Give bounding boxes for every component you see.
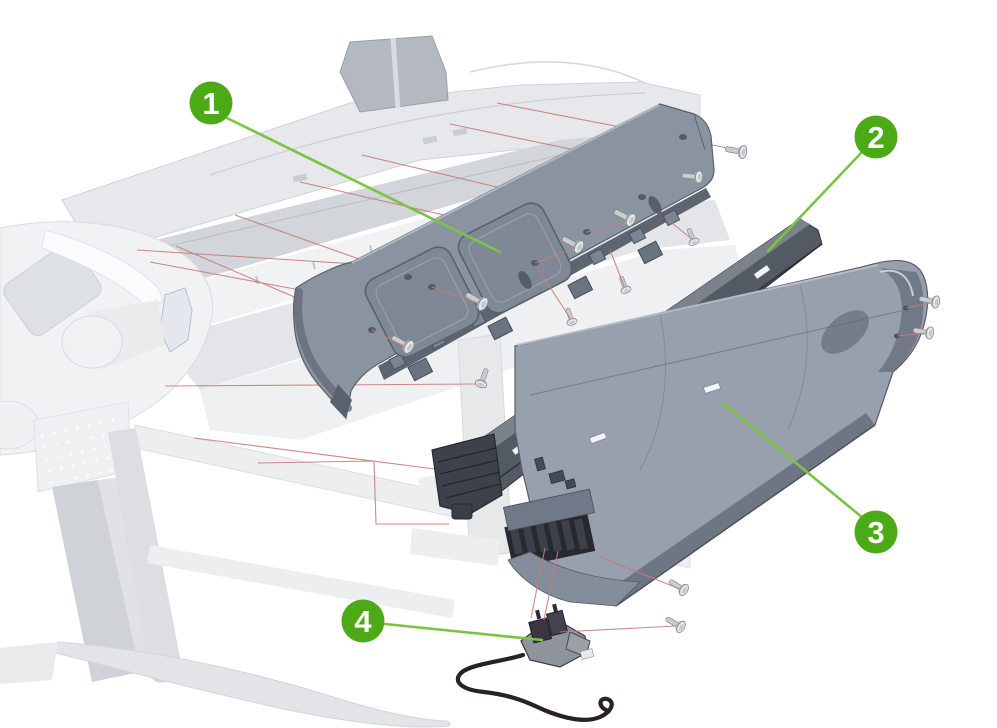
sensor-cable [455, 652, 614, 722]
callout-2-circle [854, 115, 898, 159]
leader-line [599, 556, 681, 590]
callout-3-circle [854, 510, 898, 554]
screw [665, 575, 691, 598]
part-4-sensor-assembly [455, 603, 614, 722]
callout-1-number: 1 [202, 86, 219, 121]
panel3-bottom-edge [615, 424, 876, 607]
callout-4-line [383, 622, 544, 642]
printer-window-line [209, 92, 646, 176]
callout-1: 1 [189, 81, 233, 125]
callout-4-number: 4 [354, 604, 372, 639]
panel1-shadow-mark [648, 195, 662, 215]
printer-carriage-details [292, 127, 468, 183]
printer-carriage-divider [390, 37, 401, 109]
callout-leader-lines [225, 116, 865, 642]
panel1-tabs [407, 240, 664, 382]
leader-line [559, 625, 677, 633]
stand-rear-beam [147, 545, 455, 618]
leader-line [530, 547, 546, 619]
rail-end-block [431, 433, 503, 515]
rail-end-foot [451, 503, 473, 520]
part-3-lower-panel [502, 259, 929, 607]
leader-line [667, 219, 693, 240]
screw [662, 612, 688, 635]
callout-1-line [225, 116, 502, 254]
stand-leg-front [52, 480, 140, 682]
panel1-shadow-mark [518, 270, 532, 290]
callout-2-line [766, 150, 864, 253]
callout-1-circle [189, 81, 233, 125]
callout-3-line [721, 401, 865, 520]
leader-line-elbow [257, 460, 449, 525]
stand-foot-left [0, 642, 58, 684]
panel1-recess-a-inner [375, 257, 469, 347]
stand-lower-beam [410, 528, 500, 566]
sensor-tab [579, 648, 595, 660]
leader-line [193, 437, 451, 472]
rail-end-ridges [437, 447, 501, 499]
leader-line [371, 329, 405, 347]
callout-3-number: 3 [867, 515, 884, 550]
callout-4-circle [341, 599, 385, 643]
panel3-comb-teeth [508, 518, 589, 555]
panel3-comb-ledge [502, 488, 596, 532]
panel1-tail [330, 384, 352, 418]
leader-line [149, 261, 301, 291]
leader-line [536, 266, 571, 319]
sensor-pin [552, 603, 559, 614]
callout-2-number: 2 [867, 120, 884, 155]
leader-line [905, 302, 932, 309]
roll-arm [41, 229, 163, 309]
callout-3: 3 [854, 510, 898, 554]
leader-line [431, 286, 479, 304]
panel3-curve-seam [639, 314, 666, 471]
panel1-right-step [693, 113, 706, 151]
panel3-slots [589, 382, 721, 444]
leader-line [896, 332, 926, 337]
panel3-inner-shadow [821, 310, 869, 354]
panel3-right-tip-highlight [879, 269, 914, 297]
stand-foot [51, 641, 451, 728]
red-leader-lines-front [371, 219, 932, 633]
leader-line [534, 247, 575, 264]
panel1-top-highlight [351, 104, 660, 264]
sensor-pin [535, 609, 542, 620]
panel3-top-highlight [516, 264, 879, 346]
panel3-curve-seam [787, 284, 808, 431]
stand-leg-tube [108, 428, 182, 676]
leader-line [543, 550, 559, 621]
callout-4: 4 [341, 599, 385, 643]
panel3-bottom-band [612, 413, 875, 606]
screw [723, 141, 749, 160]
panel3-brackets [534, 456, 577, 490]
paper-roll-end [61, 315, 123, 369]
leader-line [586, 220, 627, 233]
callout-2: 2 [854, 115, 898, 159]
leader-line [609, 249, 625, 287]
